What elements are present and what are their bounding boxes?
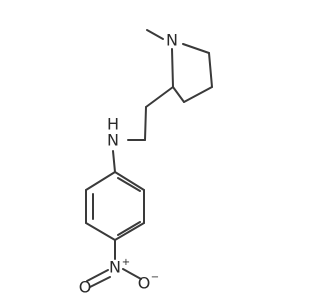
bond-benzene-6 xyxy=(114,171,145,191)
bond-nh-to-benzene xyxy=(112,150,116,173)
chemical-structure-svg: N N H N + O O − xyxy=(79,29,213,297)
bond-ring-c4-to-c3 xyxy=(183,86,213,103)
nitro-negative-charge: − xyxy=(151,272,159,283)
chemical-structure-canvas: N N H N + O O − xyxy=(78,29,213,297)
bond-nitro-to-o-single xyxy=(122,268,142,280)
bond-c2-to-ch2-a xyxy=(145,86,174,108)
bond-ch2-a-to-ch2-b xyxy=(144,106,147,141)
amine-n-label: N xyxy=(107,131,119,150)
bond-ring-c5-to-c4 xyxy=(208,52,213,88)
bond-benzene-4 xyxy=(114,222,145,241)
nitro-n-label: N xyxy=(109,258,121,277)
nitro-positive-charge: + xyxy=(122,257,130,268)
bond-ring-n-to-c2 xyxy=(171,48,174,88)
nitro-oxygen-double-label: O xyxy=(79,278,92,297)
nitro-oxygen-single-label: O xyxy=(138,274,151,293)
bond-benzene-1 xyxy=(85,171,116,191)
aromatic-inner-bond-c xyxy=(117,177,141,192)
bond-nitro-to-o-double-b xyxy=(89,276,111,288)
bond-nitro-to-o-double-a xyxy=(86,269,109,282)
pyrrolidine-n-label: N xyxy=(166,31,178,50)
bond-ring-c3-to-c2 xyxy=(172,86,185,103)
amine-h-label: H xyxy=(107,115,119,134)
bond-methyl-n xyxy=(146,29,164,40)
bond-benzene-3 xyxy=(85,222,116,241)
bond-ring-n-to-c5 xyxy=(182,43,210,54)
aromatic-inner-bond-b xyxy=(117,221,141,236)
